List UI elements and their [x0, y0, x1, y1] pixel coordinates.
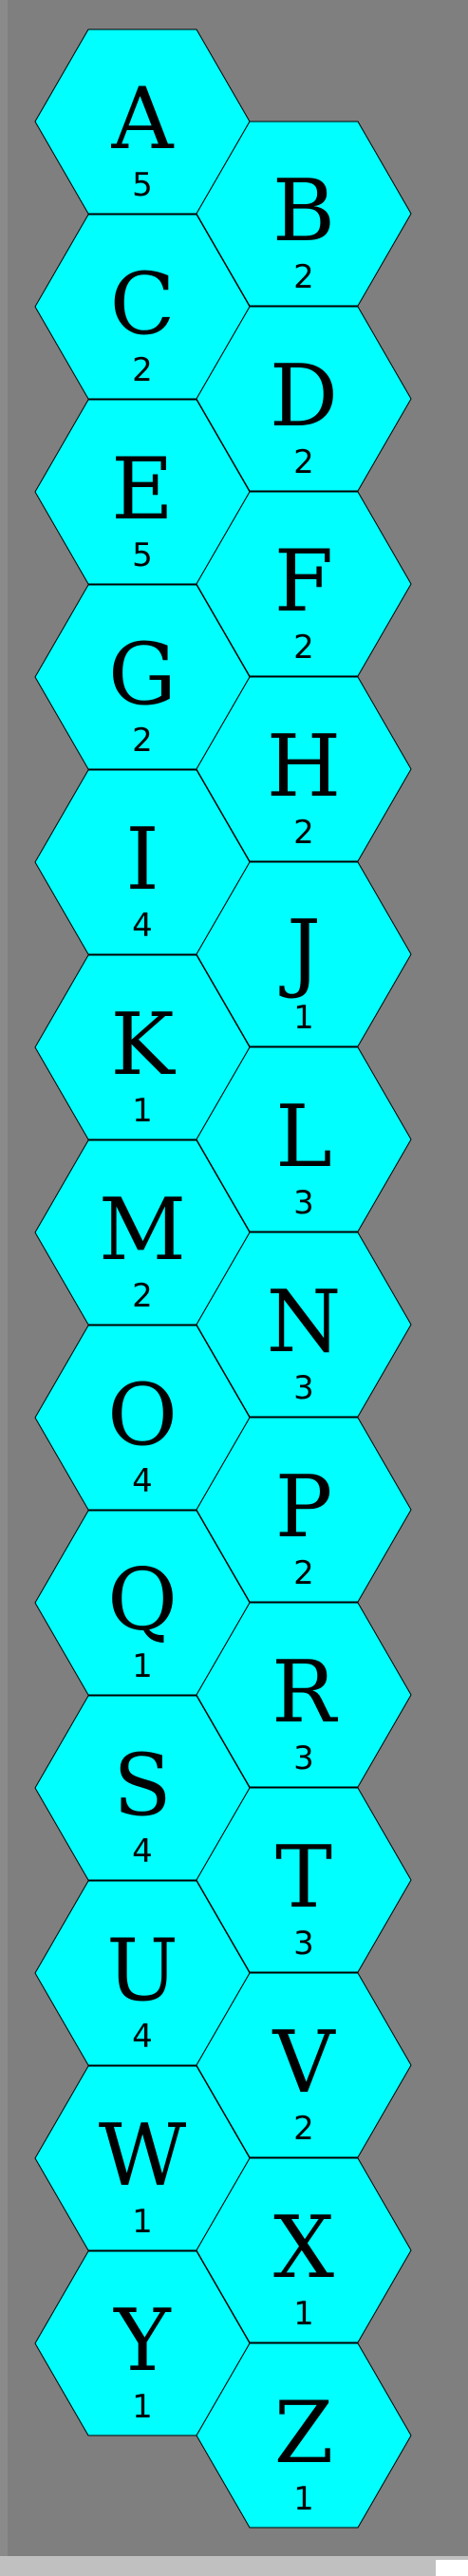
tile-p[interactable]: P2	[196, 1417, 412, 1603]
tile-letter: U	[106, 1921, 178, 2021]
tile-score: 1	[132, 1092, 153, 1130]
scroll-thumb[interactable]	[436, 2560, 468, 2576]
tile-score: 4	[132, 907, 153, 945]
tile-s[interactable]: S4	[34, 1695, 251, 1881]
tile-letter: B	[272, 161, 335, 261]
tile-score: 4	[132, 1833, 153, 1871]
tile-w[interactable]: W1	[34, 2065, 251, 2251]
tile-letter: Z	[274, 2383, 334, 2483]
tile-j[interactable]: J1	[196, 861, 412, 1047]
tile-letter: O	[107, 1365, 178, 1465]
tile-letter: A	[111, 69, 175, 169]
tile-score: 5	[132, 166, 153, 204]
tile-score: 2	[293, 629, 314, 667]
tile-letter: P	[275, 1457, 333, 1557]
tile-score: 4	[132, 1462, 153, 1500]
tile-score: 3	[293, 1184, 314, 1222]
tile-letter: R	[271, 1643, 338, 1742]
tile-m[interactable]: M2	[34, 1139, 251, 1326]
tile-score: 2	[132, 722, 153, 760]
tile-letter: D	[270, 347, 338, 446]
tile-q[interactable]: Q1	[34, 1510, 251, 1696]
tile-letter: G	[108, 625, 177, 724]
tile-o[interactable]: O4	[34, 1325, 251, 1511]
tile-score: 2	[293, 2110, 314, 2148]
tile-u[interactable]: U4	[34, 1880, 251, 2066]
tile-letter: M	[99, 1180, 186, 1280]
tile-score: 1	[132, 2203, 153, 2241]
tile-letter: F	[274, 532, 333, 631]
tile-score: 2	[293, 814, 314, 852]
tile-d[interactable]: D2	[196, 306, 412, 492]
tile-score: 2	[132, 351, 153, 389]
tile-score: 3	[293, 1369, 314, 1407]
tile-score: 2	[293, 258, 314, 296]
tile-score: 1	[132, 2388, 153, 2426]
tile-score: 2	[132, 1277, 153, 1315]
tile-score: 1	[293, 999, 314, 1037]
tile-score: 5	[132, 536, 153, 574]
tile-letter: E	[111, 440, 174, 539]
tile-e[interactable]: E5	[34, 399, 251, 585]
tile-score: 2	[293, 1554, 314, 1592]
tile-letter: V	[272, 2013, 337, 2113]
tile-letter: W	[99, 2106, 187, 2206]
tile-letter: Y	[112, 2291, 172, 2391]
tile-letter: X	[273, 2198, 334, 2298]
tile-hexagon[interactable]	[196, 2342, 412, 2529]
tile-letter: C	[110, 254, 176, 354]
tile-i[interactable]: I4	[34, 769, 251, 955]
tile-g[interactable]: G2	[34, 584, 251, 770]
tile-v[interactable]: V2	[196, 1972, 412, 2158]
tile-letter: S	[113, 1736, 172, 1835]
tile-a[interactable]: A5	[34, 28, 251, 215]
tile-letter: I	[125, 810, 159, 910]
tile-score: 1	[293, 2480, 314, 2518]
tile-y[interactable]: Y1	[34, 2250, 251, 2436]
tile-score: 3	[293, 1739, 314, 1777]
tile-h[interactable]: H2	[196, 676, 412, 862]
tile-x[interactable]: X1	[196, 2157, 412, 2343]
tile-letter: H	[267, 717, 342, 817]
tile-letter: Q	[107, 1551, 178, 1650]
tile-score: 4	[132, 2018, 153, 2056]
tile-f[interactable]: F2	[196, 491, 412, 677]
bottom-scroll-bar[interactable]	[0, 2556, 468, 2576]
tile-letter: J	[279, 902, 321, 1002]
tile-letter: N	[267, 1272, 342, 1372]
tile-k[interactable]: K1	[34, 954, 251, 1140]
tile-n[interactable]: N3	[196, 1232, 412, 1418]
tile-letter: T	[275, 1828, 332, 1927]
left-edge	[0, 0, 8, 2556]
tile-r[interactable]: R3	[196, 1602, 412, 1788]
tile-score: 1	[132, 1647, 153, 1685]
tile-letter: L	[275, 1087, 332, 1187]
tile-score: 2	[293, 443, 314, 481]
tile-letter: K	[110, 995, 176, 1095]
tile-z[interactable]: Z1	[196, 2342, 412, 2529]
tile-b[interactable]: B2	[196, 121, 412, 307]
tile-score: 1	[293, 2295, 314, 2333]
tile-c[interactable]: C2	[34, 214, 251, 400]
tile-score: 3	[293, 1925, 314, 1963]
